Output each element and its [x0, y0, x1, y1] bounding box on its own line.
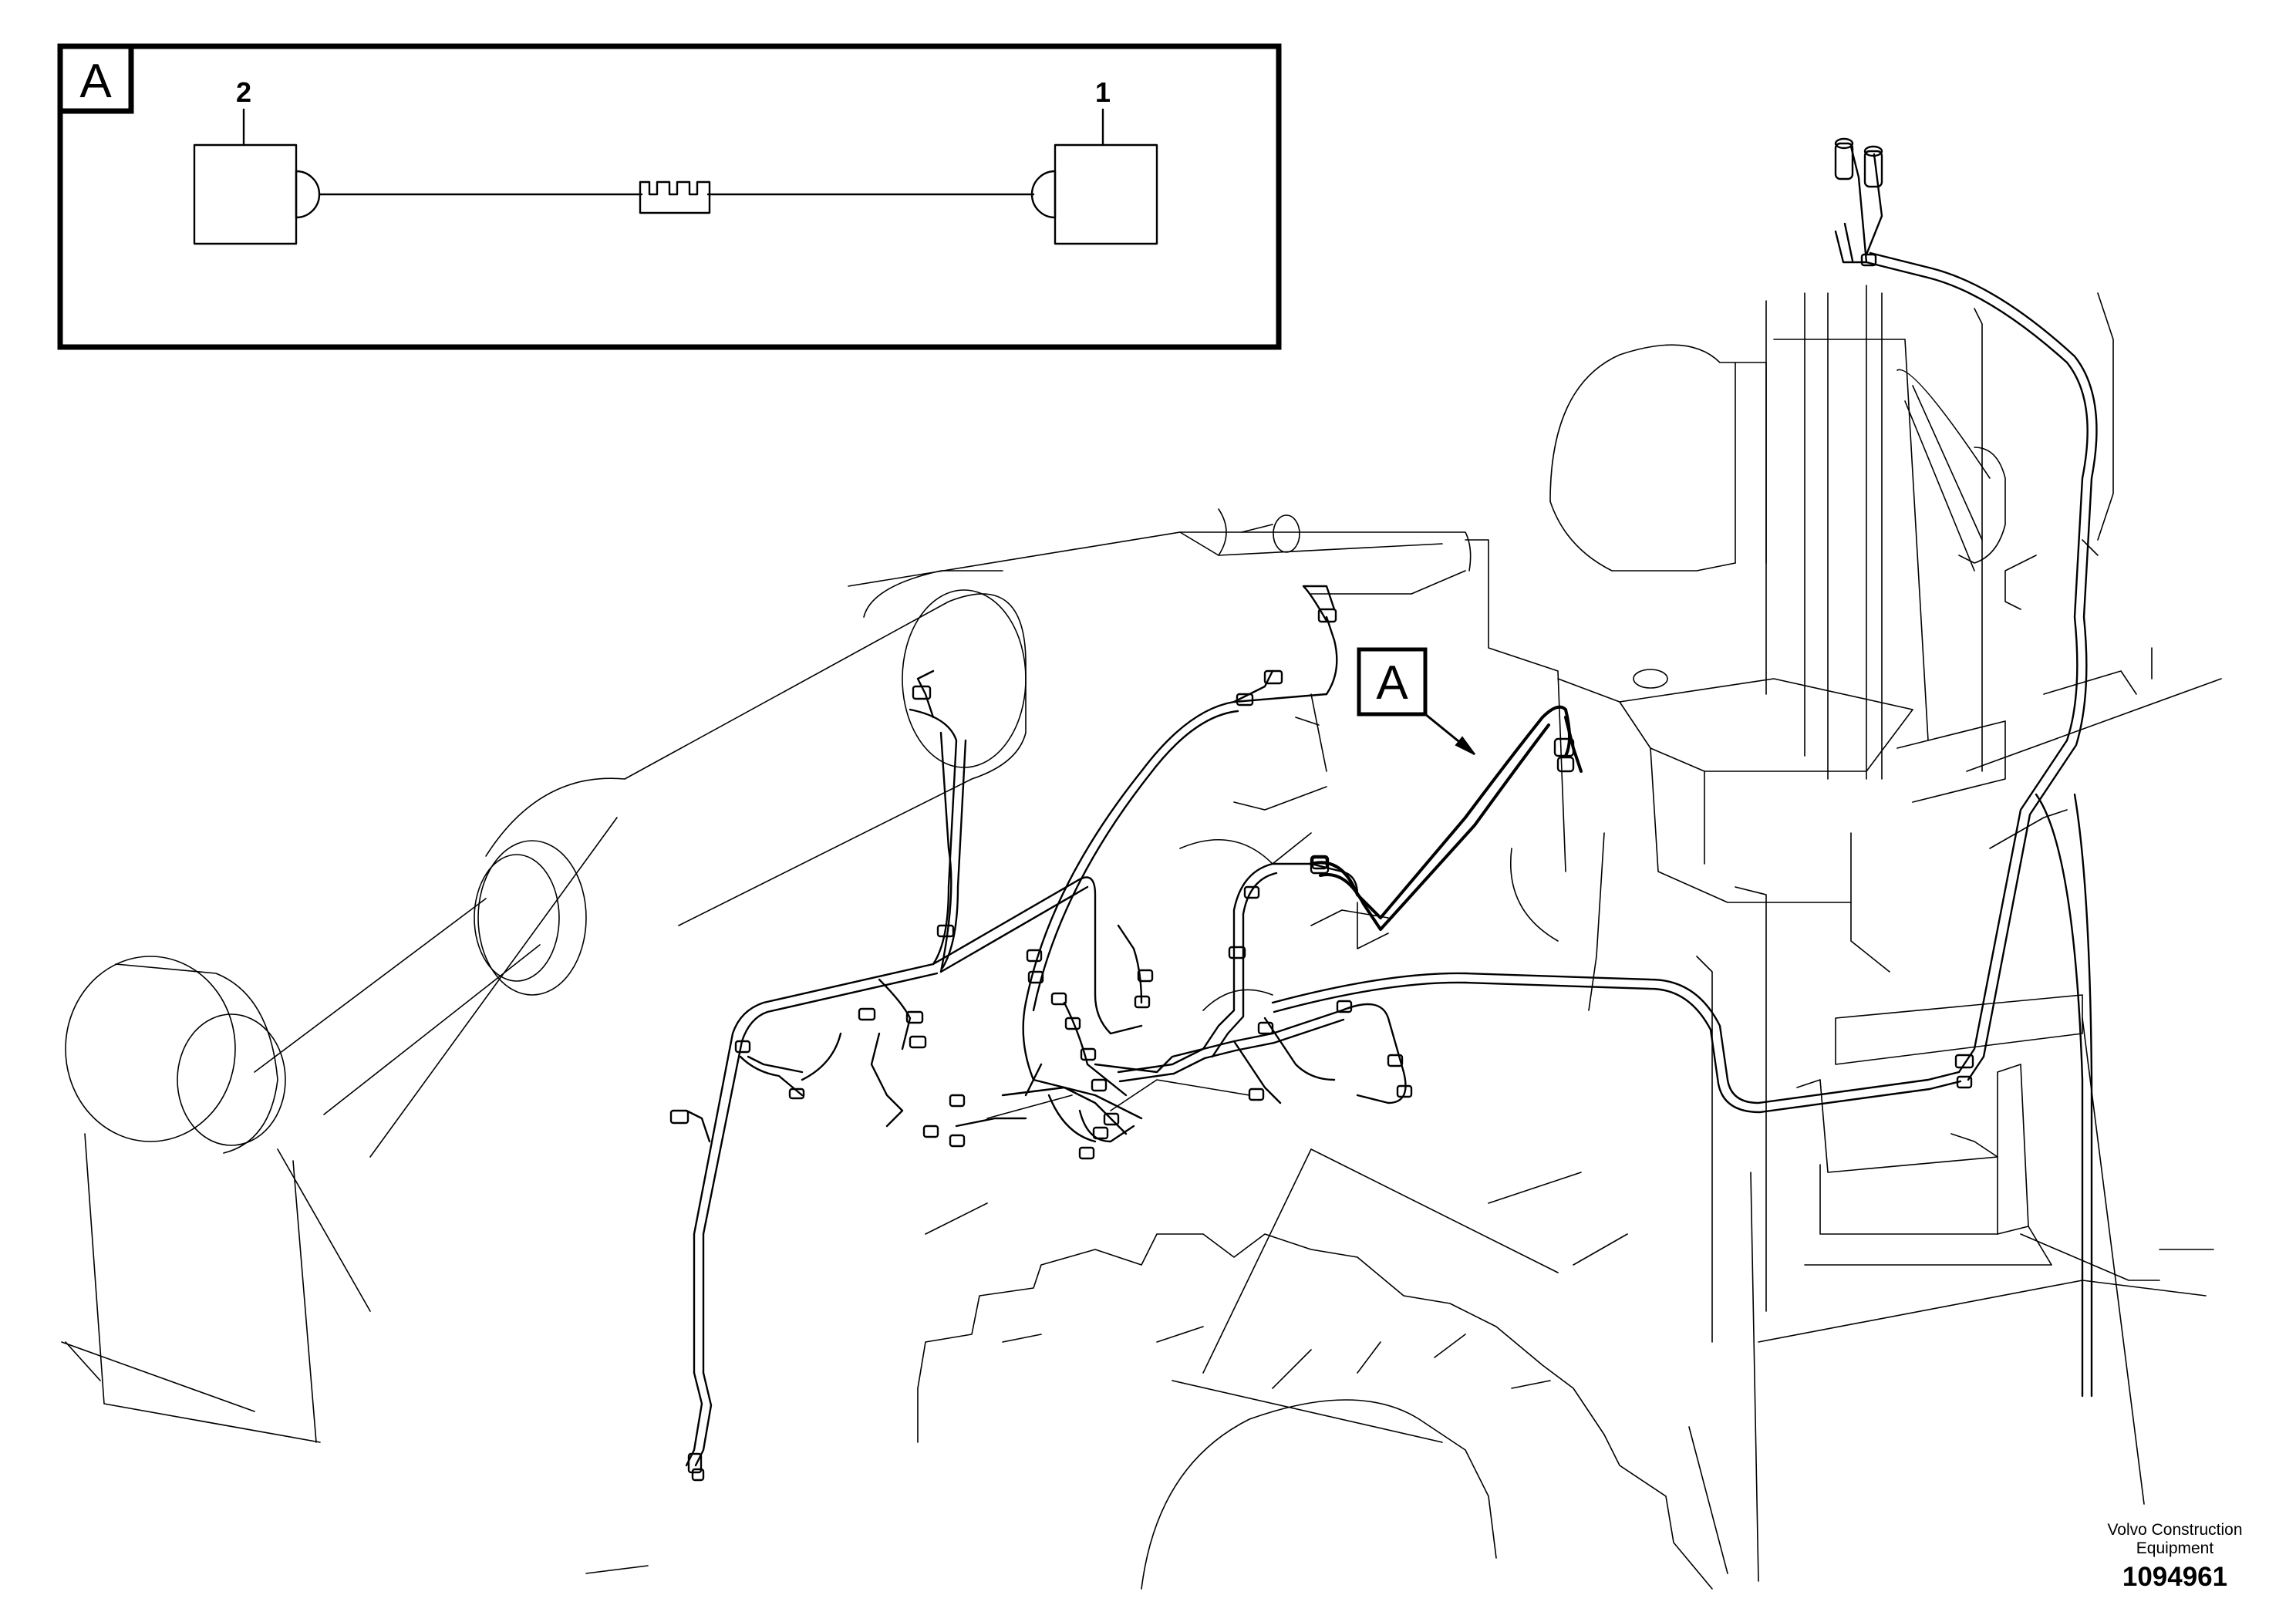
component-2: 2: [193, 76, 321, 245]
inset-schematic: A 2 1: [57, 43, 1282, 350]
company-line-2: Equipment: [2136, 1539, 2214, 1557]
footer-credit: Volvo Construction Equipment 1094961: [2107, 1521, 2242, 1592]
component-1-number: 1: [1095, 76, 1111, 108]
wiring-harness: [669, 137, 2098, 1482]
component-2-number: 2: [236, 76, 251, 108]
inline-connector: [639, 180, 711, 214]
machine-outline: [61, 285, 2222, 1590]
callout-a: A: [1357, 647, 1475, 756]
component-1: 1: [1030, 76, 1158, 245]
company-line-1: Volvo Construction: [2107, 1521, 2242, 1539]
cable: [318, 180, 1035, 214]
highlighted-harness: [1310, 705, 1583, 931]
inset-label: A: [79, 55, 112, 108]
part-number: 1094961: [2122, 1562, 2227, 1592]
callout-label: A: [1376, 656, 1408, 710]
